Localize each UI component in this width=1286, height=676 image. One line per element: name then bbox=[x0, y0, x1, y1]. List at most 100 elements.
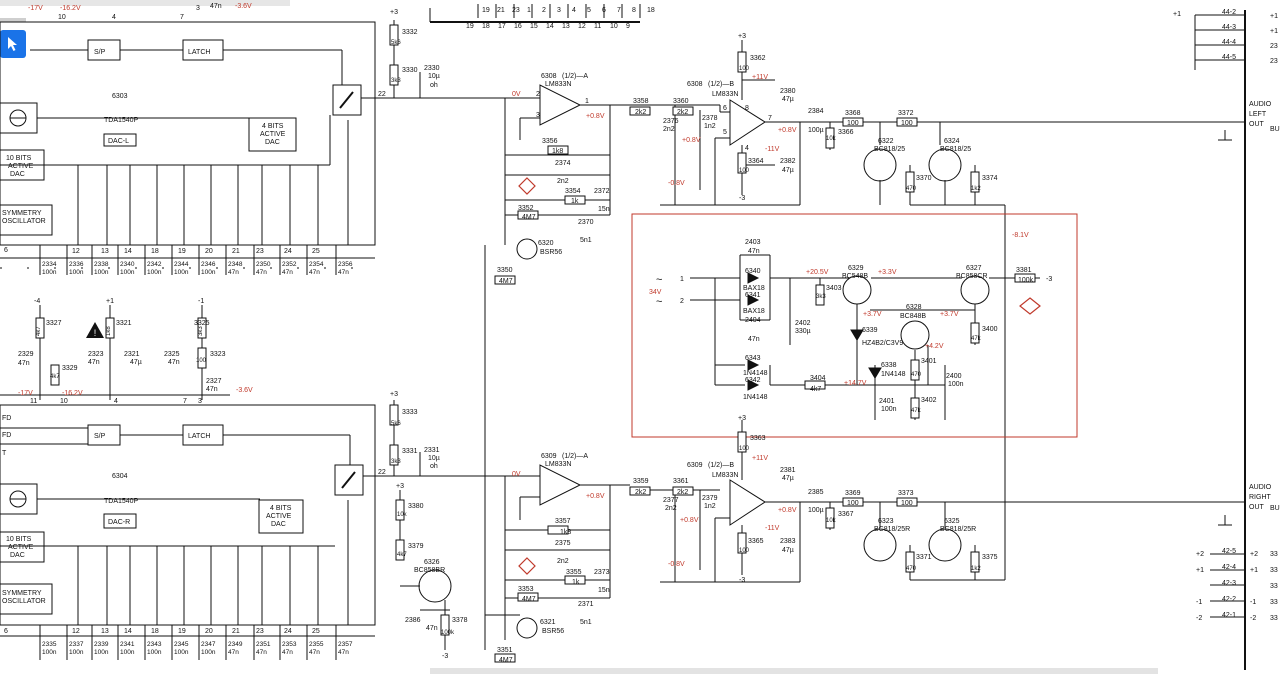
dac-pin-bottom: 21 bbox=[232, 628, 240, 635]
c2402-val: 330µ bbox=[795, 328, 811, 335]
lc-plus11: +11V bbox=[752, 74, 768, 81]
sp-label-bottom: S/P bbox=[94, 433, 106, 440]
dac-pin-bottom: 19 bbox=[178, 628, 186, 635]
top-conn-pin: 18 bbox=[647, 7, 655, 14]
top-strip-17v: -17V bbox=[28, 5, 43, 12]
rc-oh: oh bbox=[430, 463, 438, 470]
r3356-ref: 3356 bbox=[542, 138, 558, 145]
conn44-label: 44-3 bbox=[1222, 24, 1236, 31]
u6309b-ref: 6309 bbox=[687, 462, 703, 469]
cap-bank-top: 2334100n2336100n2338100n2340100n2342100n… bbox=[42, 261, 353, 276]
r3321-val: 1k8 bbox=[106, 326, 112, 336]
r3368-val: 100 bbox=[847, 120, 859, 127]
lc-pin1: 1 bbox=[585, 98, 589, 105]
r3403-ref: 3403 bbox=[826, 285, 842, 292]
cap-val-bottom: 100n bbox=[201, 649, 216, 656]
r3333-val: 5k6 bbox=[391, 421, 401, 427]
cap-ref-bottom: 2335 bbox=[42, 641, 57, 648]
d6338-part: 1N4148 bbox=[881, 371, 906, 378]
c2377-ref: 2377 bbox=[663, 497, 679, 504]
symmetry-l1: SYMMETRY bbox=[2, 210, 42, 217]
dac-pin-top: 14 bbox=[124, 248, 132, 255]
cap-val-top: 100n bbox=[201, 269, 216, 276]
conn42-label: 42-1 bbox=[1222, 612, 1236, 619]
conn42-label: 42-4 bbox=[1222, 564, 1236, 571]
latch-label-top: LATCH bbox=[188, 49, 210, 56]
fet6321-ref: 6321 bbox=[540, 619, 556, 626]
cap-val-bottom: 47n bbox=[282, 649, 293, 656]
c2385-val: 100µ bbox=[808, 507, 824, 514]
r3353-val: 4M7 bbox=[522, 596, 536, 603]
active-dac10-l3: DAC bbox=[10, 171, 25, 178]
top-conn-pin-lower: 18 bbox=[482, 23, 490, 30]
mid-4: 4 bbox=[114, 398, 118, 405]
r3362-val: 100 bbox=[739, 66, 750, 72]
dac-pin-top: 12 bbox=[72, 248, 80, 255]
cap-ref-top: 2344 bbox=[174, 261, 189, 268]
r3354-val: 1k bbox=[571, 198, 579, 205]
cap-ref-bottom: 2349 bbox=[228, 641, 243, 648]
r3352-ref: 3352 bbox=[518, 205, 534, 212]
r3401-val: 470 bbox=[911, 372, 922, 378]
bottom-scrollbar[interactable] bbox=[430, 668, 1158, 674]
r3323-ref: 3323 bbox=[210, 351, 226, 358]
r3356-val: 1k8 bbox=[552, 148, 563, 155]
top-conn-pin: 4 bbox=[572, 7, 576, 14]
pointer-tool-button[interactable] bbox=[0, 30, 26, 58]
r3378-val: 100k bbox=[441, 630, 455, 636]
conn44-val: 23 bbox=[1270, 58, 1278, 65]
conn42-out: -1 bbox=[1250, 599, 1256, 606]
r3350-val: 4M7 bbox=[499, 278, 513, 285]
r3325-ref: 3325 bbox=[194, 320, 210, 327]
r3374-ref: 3374 bbox=[982, 175, 998, 182]
lc-pin7: 7 bbox=[768, 115, 772, 122]
top-strip-36v: -3.6V bbox=[235, 3, 252, 10]
active-dac4-l2: ACTIVE bbox=[260, 131, 286, 138]
u6308b-unit: (1/2)—B bbox=[708, 81, 734, 88]
r3369-ref: 3369 bbox=[845, 490, 861, 497]
r3362-ref: 3362 bbox=[750, 55, 766, 62]
mid-10: 10 bbox=[60, 398, 68, 405]
conn42-label: 42-5 bbox=[1222, 548, 1236, 555]
c2325-val: 47n bbox=[168, 359, 180, 366]
c2384-ref: 2384 bbox=[808, 108, 824, 115]
r3330-val: 3k3 bbox=[391, 78, 401, 84]
c2376-ref: 2376 bbox=[663, 118, 679, 125]
r3359-val: 2k2 bbox=[635, 489, 646, 496]
lc-plus08-c: +0.8V bbox=[778, 127, 797, 134]
r3325-val: 3k3 bbox=[198, 326, 204, 336]
top-scrollbar[interactable] bbox=[0, 0, 290, 6]
supply-v37b: +3.7V bbox=[940, 311, 959, 318]
top-conn-pin: 1 bbox=[527, 7, 531, 14]
dac-pin-bottom: 14 bbox=[124, 628, 132, 635]
r3332-ref: 3332 bbox=[402, 29, 418, 36]
dac-right-ref: 6304 bbox=[112, 473, 128, 480]
cap-val-top: 100n bbox=[69, 269, 84, 276]
conn42-out: +1 bbox=[1250, 567, 1258, 574]
left-out-l2: LEFT bbox=[1249, 111, 1267, 118]
cap-ref-top: 2356 bbox=[338, 261, 353, 268]
cap-val-bottom: 100n bbox=[42, 649, 57, 656]
top-strip-7: 7 bbox=[180, 14, 184, 21]
cap-val-bottom: 47n bbox=[309, 649, 320, 656]
svg-text:!: ! bbox=[94, 328, 97, 338]
dac-pin-top: 21 bbox=[232, 248, 240, 255]
r3364-val: 100 bbox=[739, 168, 750, 174]
d6343-part: 1N4148 bbox=[743, 370, 768, 377]
top-conn-pin-lower: 15 bbox=[530, 23, 538, 30]
c2378-val: 1n2 bbox=[704, 123, 716, 130]
c2400-ref: 2400 bbox=[946, 373, 962, 380]
fd-label-1: FD bbox=[2, 415, 11, 422]
handle-bar[interactable] bbox=[0, 18, 26, 22]
q6322-part: BC818/25 bbox=[874, 146, 905, 153]
c2382-ref: 2382 bbox=[780, 158, 796, 165]
cap-ref-bottom: 2341 bbox=[120, 641, 135, 648]
c2327-val: 47n bbox=[206, 386, 218, 393]
c2321-val: 47µ bbox=[130, 359, 142, 366]
r3380-ref: 3380 bbox=[408, 503, 424, 510]
r3331-val: 3k3 bbox=[391, 459, 401, 465]
r3375-ref: 3375 bbox=[982, 554, 998, 561]
fet6320-ref: 6320 bbox=[538, 240, 554, 247]
